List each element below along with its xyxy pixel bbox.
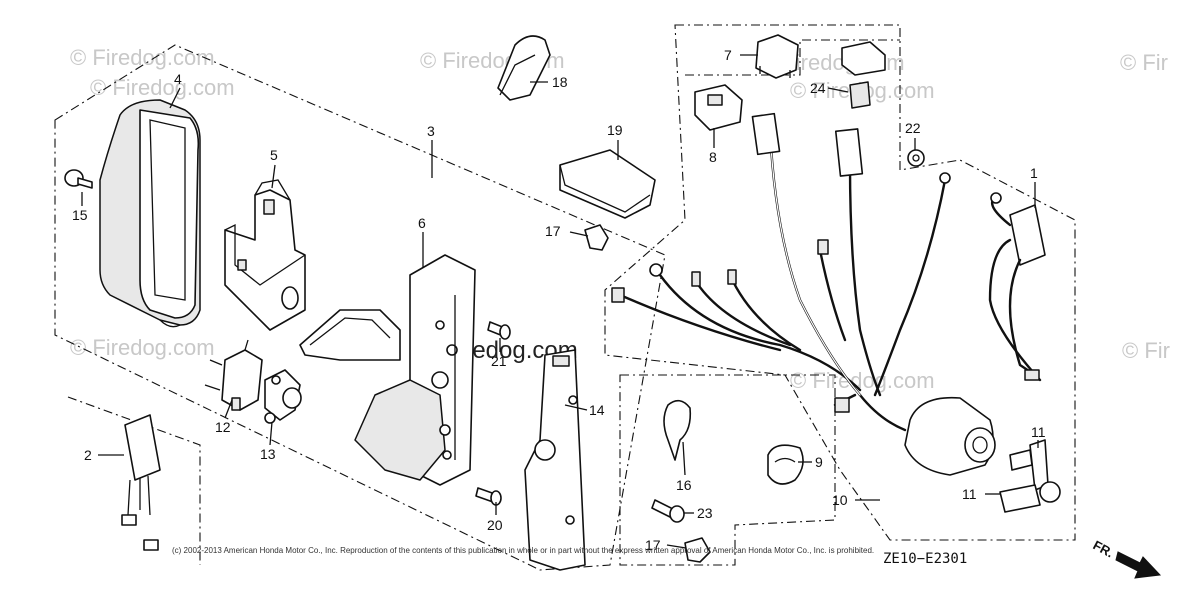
part-19-foam <box>559 149 656 219</box>
diagram-code: ZE10−E2301 <box>883 551 967 567</box>
watermark-layer: © Firedog.com © Firedog.com © Firedog.co… <box>70 45 1170 393</box>
callout-21: 21 <box>491 353 507 369</box>
callout-6: 6 <box>418 215 426 231</box>
part-14-plate <box>524 349 586 571</box>
callout-12: 12 <box>215 419 231 435</box>
front-direction-indicator: FR. <box>1091 537 1162 579</box>
callout-24: 24 <box>810 80 826 96</box>
callout-17-lower: 17 <box>645 537 661 553</box>
part-22-nut <box>907 149 925 167</box>
front-arrow-icon <box>1115 551 1162 579</box>
part-10-harness <box>611 112 951 432</box>
part-6-panel <box>299 254 476 486</box>
callout-3: 3 <box>427 123 435 139</box>
callout-14: 14 <box>589 402 605 418</box>
group-outlines <box>54 24 1076 571</box>
callout-19: 19 <box>607 122 623 138</box>
watermark-text: © Firedog.com <box>790 368 935 393</box>
part-13-breaker <box>264 369 302 424</box>
part-9-clamp <box>767 444 804 485</box>
part-11-keys <box>999 439 1061 513</box>
part-21-bolt <box>487 321 511 340</box>
part-17-clip-upper <box>584 224 609 251</box>
callout-1: 1 <box>1030 165 1038 181</box>
callout-11-lower: 11 <box>962 486 977 502</box>
part-16-band <box>663 399 692 461</box>
part-20-bolt <box>475 487 502 506</box>
callout-10: 10 <box>832 492 848 508</box>
callout-23: 23 <box>697 505 713 521</box>
callout-18: 18 <box>552 74 568 90</box>
copyright-notice: (c) 2002-2013 American Honda Motor Co., … <box>172 546 874 555</box>
callout-13: 13 <box>260 446 276 462</box>
watermark-text: © Fir <box>1122 338 1170 363</box>
callout-2: 2 <box>84 447 92 463</box>
callout-17-upper: 17 <box>545 223 561 239</box>
callout-15: 15 <box>72 207 88 223</box>
callout-16: 16 <box>676 477 692 493</box>
ignition-switch <box>904 396 996 476</box>
part-23-screw <box>651 499 685 523</box>
callouts: 4 5 3 6 15 18 19 17 7 8 24 22 1 2 12 13 … <box>72 47 1046 553</box>
callout-9: 9 <box>815 454 823 470</box>
callout-7: 7 <box>724 47 732 63</box>
part-18-clip <box>497 35 551 101</box>
watermark-text: © Fir <box>1120 50 1168 75</box>
part-5-bracket <box>224 179 306 331</box>
leader-lines <box>81 54 1039 549</box>
part-15-bolt <box>64 169 93 189</box>
watermark-text: © Firedog.com <box>70 335 215 360</box>
watermark-text: © Firedog.com <box>90 75 235 100</box>
callout-11-upper: 11 <box>1031 424 1046 440</box>
callout-8: 8 <box>709 149 717 165</box>
part-12-switch <box>204 339 263 411</box>
callout-20: 20 <box>487 517 503 533</box>
part-24-fuse <box>841 41 886 109</box>
part-17-clip-lower <box>684 537 711 563</box>
part-1-switch <box>988 192 1046 382</box>
watermark-text: © Firedog.com <box>70 45 215 70</box>
callout-4: 4 <box>174 71 182 87</box>
part-2-module <box>121 414 161 551</box>
callout-22: 22 <box>905 120 921 136</box>
part-7-relay <box>755 34 799 79</box>
front-label: FR. <box>1091 537 1117 560</box>
part-8-holder <box>694 84 743 131</box>
callout-5: 5 <box>270 147 278 163</box>
part-4-cover <box>99 99 201 328</box>
